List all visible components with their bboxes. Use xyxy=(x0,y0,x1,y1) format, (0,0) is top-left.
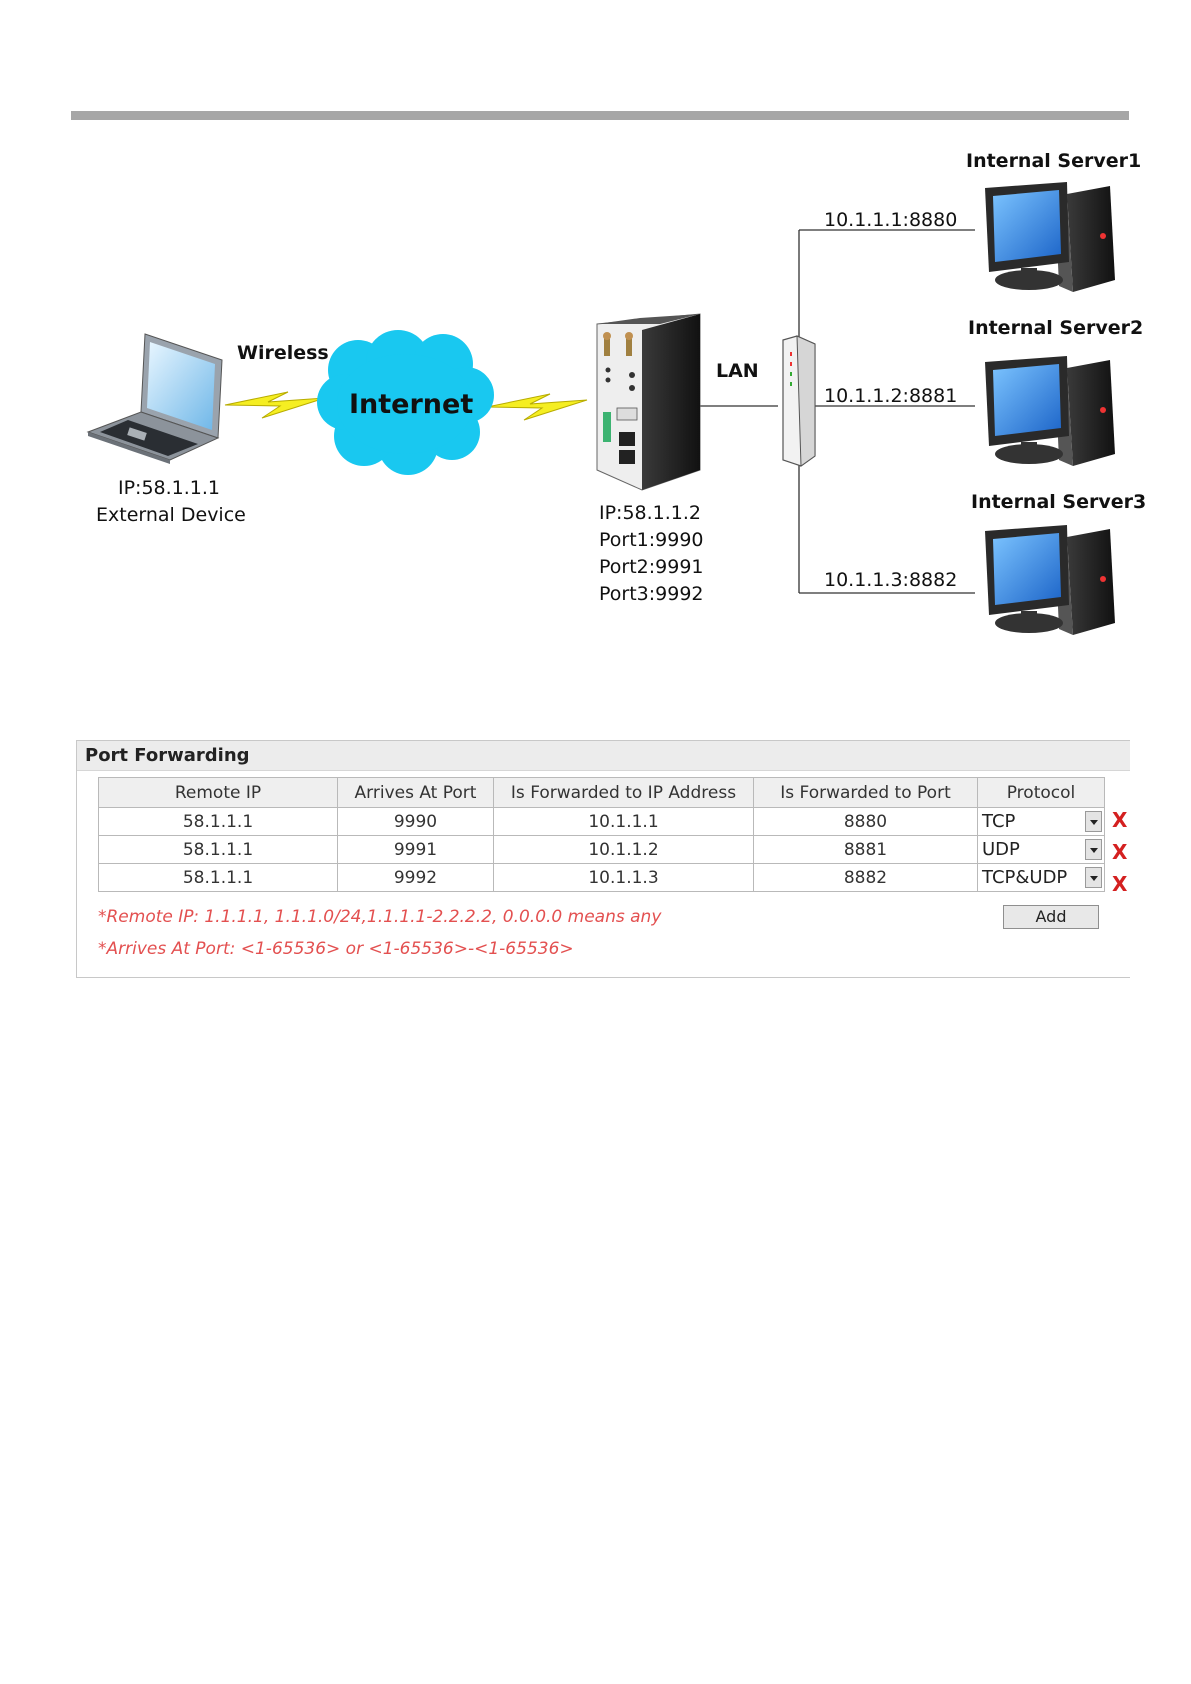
forward-ip-field[interactable]: 10.1.1.1 xyxy=(493,807,754,836)
forward-port-field[interactable]: 8880 xyxy=(753,807,978,836)
forward-port-field[interactable]: 8882 xyxy=(753,863,978,892)
add-button[interactable]: Add xyxy=(1003,905,1099,929)
server-3-name: Internal Server3 xyxy=(971,491,1147,513)
server-icon-3 xyxy=(985,525,1115,635)
network-diagram xyxy=(86,182,1115,635)
protocol-select[interactable]: TCP xyxy=(977,807,1105,836)
server-2-address: 10.1.1.2:8881 xyxy=(824,385,958,407)
protocol-select[interactable]: TCP&UDP xyxy=(977,863,1105,892)
protocol-value: TCP&UDP xyxy=(982,867,1068,888)
internet-cloud-icon xyxy=(317,330,494,475)
remote-ip-field[interactable]: 58.1.1.1 xyxy=(98,807,338,836)
arrives-port-hint: *Arrives At Port: <1-65536> or <1-65536>… xyxy=(98,939,574,959)
remote-ip-field[interactable]: 58.1.1.1 xyxy=(98,863,338,892)
port-forwarding-title: Port Forwarding xyxy=(77,741,1130,771)
wireless-bolt-icon xyxy=(224,391,326,419)
remote-ip-field[interactable]: 58.1.1.1 xyxy=(98,835,338,864)
forward-port-field[interactable]: 8881 xyxy=(753,835,978,864)
protocol-value: UDP xyxy=(982,839,1020,860)
table-row: 58.1.1.1 9992 10.1.1.3 8882 TCP&UDP xyxy=(98,863,1105,892)
column-header-protocol: Protocol xyxy=(977,777,1105,808)
server-icon-2 xyxy=(985,356,1115,466)
chevron-down-icon[interactable] xyxy=(1085,867,1102,888)
arrives-port-field[interactable]: 9991 xyxy=(337,835,494,864)
external-device-label: External Device xyxy=(96,504,246,526)
arrives-port-field[interactable]: 9992 xyxy=(337,863,494,892)
server-3-address: 10.1.1.3:8882 xyxy=(824,569,958,591)
table-header-row: Remote IP Arrives At Port Is Forwarded t… xyxy=(98,777,1105,808)
router-icon xyxy=(596,313,701,491)
protocol-value: TCP xyxy=(982,811,1016,832)
internet-label: Internet xyxy=(349,389,474,420)
server-icon-1 xyxy=(985,182,1115,292)
delete-row-3-icon[interactable]: X xyxy=(1112,872,1128,896)
wireless-label: Wireless xyxy=(237,342,329,364)
chevron-down-icon[interactable] xyxy=(1085,811,1102,832)
router-ip: IP:58.1.1.2 xyxy=(599,502,702,524)
lan-switch-icon xyxy=(782,335,816,467)
chevron-down-icon[interactable] xyxy=(1085,839,1102,860)
page-header-rule xyxy=(71,111,1129,120)
server-2-name: Internal Server2 xyxy=(968,317,1144,339)
port-forwarding-table: Remote IP Arrives At Port Is Forwarded t… xyxy=(98,777,1105,892)
forward-ip-field[interactable]: 10.1.1.3 xyxy=(493,863,754,892)
delete-row-2-icon[interactable]: X xyxy=(1112,840,1128,864)
server-1-name: Internal Server1 xyxy=(966,150,1142,172)
remote-ip-hint: *Remote IP: 1.1.1.1, 1.1.1.0/24,1.1.1.1-… xyxy=(98,907,662,927)
lan-links xyxy=(692,229,975,594)
server-1-address: 10.1.1.1:8880 xyxy=(824,209,958,231)
router-port3: Port3:9992 xyxy=(599,583,704,605)
column-header-forward-ip: Is Forwarded to IP Address xyxy=(493,777,754,808)
wireless-bolt-icon-2 xyxy=(486,393,588,421)
forward-ip-field[interactable]: 10.1.1.2 xyxy=(493,835,754,864)
router-port2: Port2:9991 xyxy=(599,556,704,578)
router-port1: Port1:9990 xyxy=(599,529,704,551)
delete-row-1-icon[interactable]: X xyxy=(1112,808,1128,832)
column-header-forward-port: Is Forwarded to Port xyxy=(753,777,978,808)
column-header-arrives-port: Arrives At Port xyxy=(337,777,494,808)
table-row: 58.1.1.1 9990 10.1.1.1 8880 TCP xyxy=(98,807,1105,836)
external-device-ip: IP:58.1.1.1 xyxy=(118,477,221,499)
table-row: 58.1.1.1 9991 10.1.1.2 8881 UDP xyxy=(98,835,1105,864)
laptop-icon xyxy=(86,333,223,464)
protocol-select[interactable]: UDP xyxy=(977,835,1105,864)
lan-label: LAN xyxy=(716,360,759,382)
arrives-port-field[interactable]: 9990 xyxy=(337,807,494,836)
column-header-remote-ip: Remote IP xyxy=(98,777,338,808)
port-forwarding-panel: Port Forwarding Remote IP Arrives At Por… xyxy=(76,740,1130,978)
